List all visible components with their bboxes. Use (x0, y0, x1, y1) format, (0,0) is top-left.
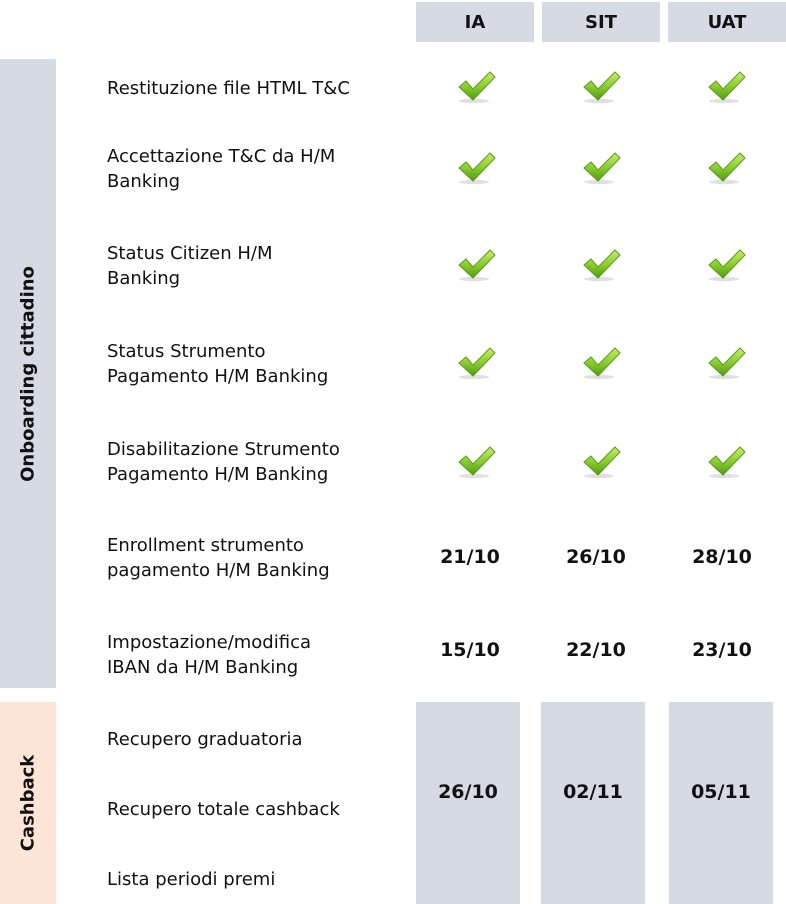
column-header-ia: IA (416, 2, 534, 42)
row-label-iban: Impostazione/modifica IBAN da H/M Bankin… (107, 632, 311, 678)
row-label-totale-cashback: Recupero totale cashback (107, 799, 340, 820)
check-icon (582, 445, 622, 479)
check-icon (457, 151, 497, 185)
cashback-sit-cell (541, 702, 645, 904)
check-icon (457, 445, 497, 479)
row-label-restituzione: Restituzione file HTML T&C (107, 78, 350, 99)
check-icon (457, 346, 497, 380)
row-label-accettazione: Accettazione T&C da H/M Banking (107, 146, 336, 192)
date-iban-uat: 23/10 (692, 639, 752, 661)
column-header-sit: SIT (542, 2, 660, 42)
date-enrollment-uat: 28/10 (692, 546, 752, 568)
row-label-status-strumento: Status Strumento Pagamento H/M Banking (107, 341, 329, 387)
date-cashback-uat: 05/11 (691, 781, 751, 803)
date-cashback-sit: 02/11 (563, 781, 623, 803)
check-icon (707, 346, 747, 380)
date-enrollment-ia: 21/10 (440, 546, 500, 568)
date-cashback-ia: 26/10 (438, 781, 498, 803)
onboarding-section-band: Onboarding cittadino (0, 59, 56, 688)
check-icon (582, 248, 622, 282)
row-label-status-citizen: Status Citizen H/M Banking (107, 243, 273, 289)
row-label-periodi-premi: Lista periodi premi (107, 869, 276, 890)
column-header-uat: UAT (668, 2, 786, 42)
cashback-ia-cell (416, 702, 520, 904)
check-icon (457, 248, 497, 282)
date-enrollment-sit: 26/10 (566, 546, 626, 568)
onboarding-section-label: Onboarding cittadino (17, 265, 39, 482)
cashback-section-label: Cashback (17, 754, 39, 852)
date-iban-ia: 15/10 (440, 639, 500, 661)
check-icon (707, 70, 747, 104)
check-icon (582, 151, 622, 185)
check-icon (457, 70, 497, 104)
row-label-graduatoria: Recupero graduatoria (107, 729, 303, 750)
check-icon (707, 248, 747, 282)
check-icon (707, 445, 747, 479)
check-icon (707, 151, 747, 185)
cashback-section-band: Cashback (0, 702, 56, 904)
row-label-enrollment: Enrollment strumento pagamento H/M Banki… (107, 535, 330, 581)
check-icon (582, 70, 622, 104)
row-label-disabilitazione: Disabilitazione Strumento Pagamento H/M … (107, 439, 340, 485)
check-icon (582, 346, 622, 380)
date-iban-sit: 22/10 (566, 639, 626, 661)
cashback-uat-cell (669, 702, 773, 904)
